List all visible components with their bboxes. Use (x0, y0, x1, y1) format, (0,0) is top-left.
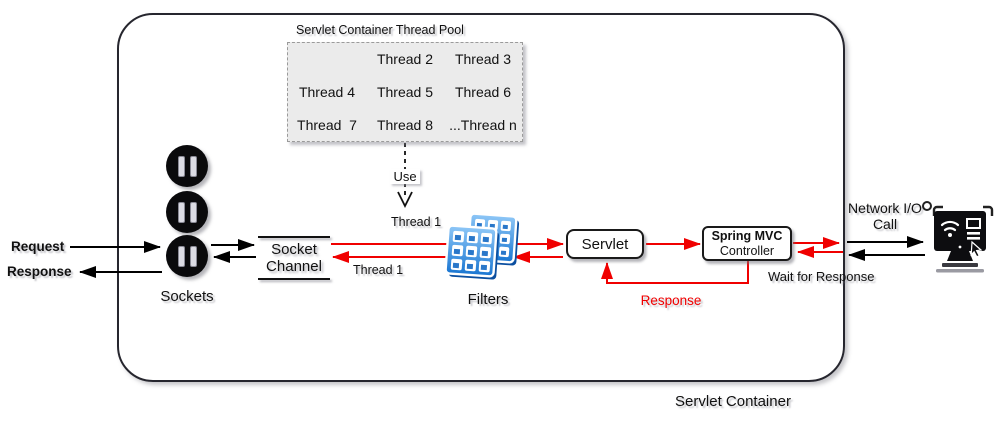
network-io-label-line1: Network I/O (848, 200, 922, 216)
network-io-label-line2: Call (872, 215, 898, 232)
thread-pool-cell: ...Thread n (449, 116, 517, 133)
pause-bar-icon (189, 201, 197, 223)
thread-pool-cell: Thread 4 (298, 83, 356, 100)
servlet-container-boundary (117, 13, 845, 382)
servlet-node: Servlet (566, 229, 644, 259)
thread-pool-cell: Thread 6 (454, 83, 512, 100)
thread-pool-cell: Thread 7 (297, 116, 357, 133)
thread1-return-label: Thread 1 (352, 263, 404, 277)
socket-icon (166, 235, 208, 277)
socket-channel-label-line2: Channel (266, 258, 322, 275)
pause-bar-icon (189, 155, 197, 177)
use-label: Use (390, 169, 420, 184)
pause-bar-icon (177, 245, 185, 267)
thread-pool-cell: Thread 8 (376, 116, 434, 133)
socket-channel-node: Socket Channel (258, 236, 330, 280)
servlet-label: Servlet (581, 235, 629, 253)
thread-pool-cell: Thread 3 (454, 51, 512, 68)
request-label: Request (11, 239, 65, 254)
response-label: Response (7, 264, 72, 279)
computer-monitor-icon (922, 201, 994, 273)
thread-pool-cell: Thread 5 (376, 83, 434, 100)
servlet-container-caption: Servlet Container (675, 393, 791, 410)
sockets-label: Sockets (160, 288, 214, 305)
spring-mvc-label-line2: Controller (719, 243, 775, 258)
spring-mvc-label-line1: Spring MVC (711, 229, 783, 243)
network-io-label: Network I/O Call (843, 200, 927, 232)
filter-grid-icon (445, 213, 520, 280)
wait-for-response-label: Wait for Response (768, 269, 875, 284)
thread-pool-box: Thread 2 Thread 3 Thread 4 Thread 5 Thre… (287, 42, 523, 142)
socket-channel-label-line1: Socket (271, 241, 317, 258)
thread1-dispatch-label: Thread 1 (390, 215, 442, 229)
pause-bar-icon (177, 155, 185, 177)
socket-icon (166, 145, 208, 187)
filters-label: Filters (467, 291, 509, 308)
thread-pool-cell: Thread 2 (376, 51, 434, 68)
pause-bar-icon (189, 245, 197, 267)
pause-bar-icon (177, 201, 185, 223)
response-loop-label: Response (640, 293, 702, 308)
spring-mvc-controller-node: Spring MVC Controller (702, 226, 792, 261)
socket-icon (166, 191, 208, 233)
thread-pool-title: Servlet Container Thread Pool (296, 23, 464, 37)
